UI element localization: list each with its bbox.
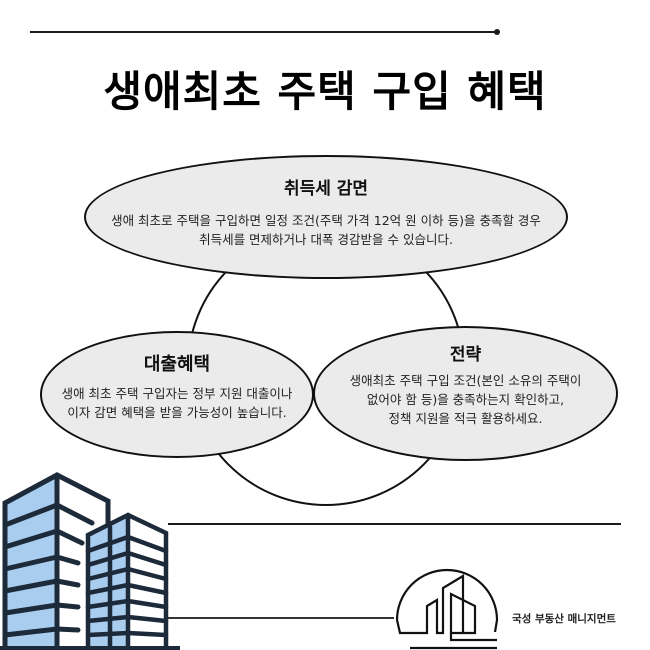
node-body-line: 생애 최초로 주택을 구입하면 일정 조건(주택 가격 12억 원 이하 등)을… xyxy=(111,212,541,228)
node-title: 취득세 감면 xyxy=(283,178,369,199)
top-divider-dot xyxy=(494,29,500,35)
node-body-line: 이자 감면 혜택을 받을 가능성이 높습니다. xyxy=(67,404,287,420)
building-circle-logo-icon xyxy=(395,568,499,650)
office-buildings-icon xyxy=(0,472,180,650)
footer-divider-line xyxy=(168,523,621,525)
node-body-line: 취득세를 면제하거나 대폭 경감받을 수 있습니다. xyxy=(199,231,453,247)
node-body-line: 생애최초 주택 구입 조건(본인 소유의 주택이 xyxy=(349,372,582,388)
page-title: 생애최초 주택 구입 혜택 xyxy=(103,67,547,116)
node-body-line: 생애 최초 주택 구입자는 정부 지원 대출이나 xyxy=(61,385,293,401)
node-title: 대출혜택 xyxy=(143,353,211,375)
company-name: 국성 부동산 매니지먼트 xyxy=(512,613,616,625)
node-body: 생애최초 주택 구입 조건(본인 소유의 주택이 없어야 함 등)을 충족하는지… xyxy=(350,371,582,428)
footer-connector-line xyxy=(168,617,394,619)
node-loan-benefit: 대출혜택 생애 최초 주택 구입자는 정부 지원 대출이나 이자 감면 혜택을 … xyxy=(40,331,314,458)
node-body: 생애 최초 주택 구입자는 정부 지원 대출이나 이자 감면 혜택을 받을 가능… xyxy=(62,384,293,422)
node-body-line: 정책 지원을 적극 활용하세요. xyxy=(388,410,543,426)
node-strategy: 전략 생애최초 주택 구입 조건(본인 소유의 주택이 없어야 함 등)을 충족… xyxy=(313,326,618,461)
top-divider-line xyxy=(30,31,496,33)
node-title: 전략 xyxy=(449,344,482,365)
node-body-line: 없어야 함 등)을 충족하는지 확인하고, xyxy=(366,391,565,407)
node-body: 생애 최초로 주택을 구입하면 일정 조건(주택 가격 12억 원 이하 등)을… xyxy=(111,211,541,249)
node-acquisition-tax: 취득세 감면 생애 최초로 주택을 구입하면 일정 조건(주택 가격 12억 원… xyxy=(84,155,568,279)
